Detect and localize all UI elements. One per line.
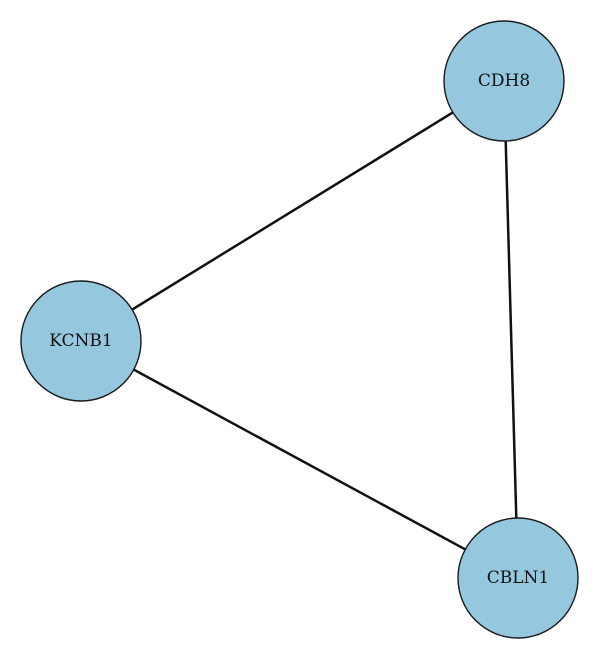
node-cbln1-label: CBLN1 <box>487 568 549 588</box>
node-cdh8-label: CDH8 <box>478 71 530 91</box>
node-kcnb1: KCNB1 <box>20 280 142 402</box>
node-cbln1: CBLN1 <box>457 517 579 639</box>
nodes-layer: CDH8 KCNB1 CBLN1 <box>20 20 579 639</box>
node-cdh8: CDH8 <box>443 20 565 142</box>
edge-kcnb1-cbln1 <box>80 339 519 580</box>
edge-cdh8-kcnb1 <box>80 79 505 343</box>
node-cbln1-circle <box>457 517 579 639</box>
edge-cdh8-cbln1 <box>502 80 520 579</box>
node-cdh8-circle <box>443 20 565 142</box>
node-kcnb1-label: KCNB1 <box>49 331 112 351</box>
edges-layer <box>80 79 520 580</box>
node-kcnb1-circle <box>20 280 142 402</box>
